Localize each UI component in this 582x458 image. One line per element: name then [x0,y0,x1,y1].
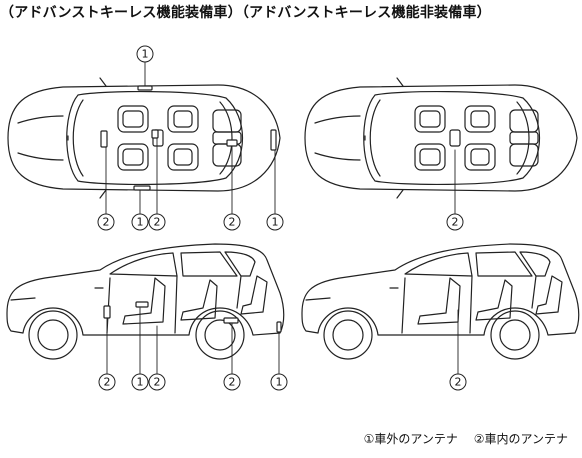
callout-interior-antenna: 2 [154,216,161,229]
legend-exterior-antenna: ①車外のアンテナ [363,432,458,446]
callout-exterior-antenna: 1 [142,48,149,61]
callout-interior-antenna: 2 [154,376,161,389]
callout-exterior-antenna: 1 [272,216,279,229]
callout-exterior-antenna: 1 [276,376,283,389]
callout-interior-antenna: 2 [452,216,459,229]
callout-interior-antenna: 2 [455,376,462,389]
page-title: （アドバンストキーレス機能装備車）（アドバンストキーレス機能非装備車） [0,5,491,21]
legend: ①車外のアンテナ ②車内のアンテナ [352,430,568,447]
legend-interior-antenna: ②車内のアンテナ [473,432,568,446]
callout-interior-antenna: 2 [229,216,236,229]
callout-exterior-antenna: 1 [137,216,144,229]
callout-exterior-antenna: 1 [137,376,144,389]
callout-interior-antenna: 2 [229,376,236,389]
top-view-car-non-equipped [304,77,578,199]
side-view-car-non-equipped [301,243,580,360]
callout-interior-antenna: 2 [103,216,110,229]
top-view-car-equipped [7,77,281,199]
callout-interior-antenna: 2 [104,376,111,389]
